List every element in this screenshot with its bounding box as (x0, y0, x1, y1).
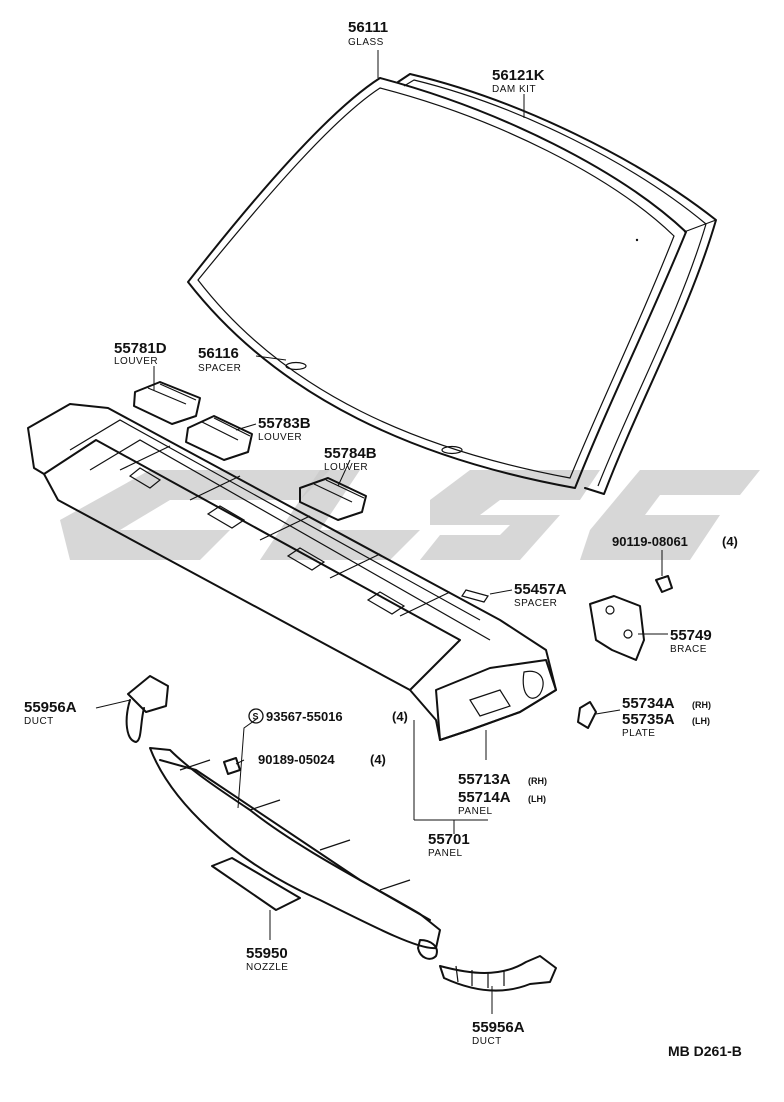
louver-55781d (133, 381, 201, 425)
svg-text:(RH): (RH) (528, 776, 547, 786)
svg-text:55783B: 55783B (258, 415, 311, 432)
svg-text:(RH): (RH) (692, 700, 711, 710)
svg-text:93567-55016: 93567-55016 (266, 709, 343, 724)
svg-text:55701: 55701 (428, 831, 470, 848)
plate-55734a (577, 701, 597, 729)
leader-lines (95, 50, 668, 1014)
label-55956a-bottom: 55956A DUCT (472, 1019, 525, 1047)
duct-left (125, 675, 169, 743)
svg-text:56111: 56111 (348, 19, 388, 36)
louver-55784b (299, 477, 367, 521)
svg-text:55713A: 55713A (458, 771, 511, 788)
label-56116: 56116 SPACER (198, 345, 241, 374)
spacer-mark-center (441, 445, 463, 455)
label-56121k: 56121K DAM KIT (492, 67, 545, 95)
svg-text:DUCT: DUCT (472, 1036, 502, 1047)
svg-text:(LH): (LH) (692, 716, 710, 726)
spacer-55457a-shape (461, 589, 489, 603)
reference-code: MB D261-B (668, 1043, 742, 1059)
cowl-panel (27, 403, 557, 741)
svg-text:90189-05024: 90189-05024 (258, 752, 335, 767)
svg-text:LOUVER: LOUVER (258, 432, 302, 443)
duct-bottom (439, 955, 557, 992)
svg-text:NOZZLE: NOZZLE (246, 962, 288, 973)
svg-text:S: S (253, 712, 259, 722)
bolt-90119 (655, 575, 673, 593)
svg-text:(4): (4) (722, 534, 738, 549)
label-56111: 56111 GLASS (348, 19, 388, 48)
dam-kit-seal (397, 73, 717, 495)
label-55734a-55735a: 55734A (RH) 55735A (LH) PLATE (622, 695, 711, 739)
svg-text:55735A: 55735A (622, 711, 675, 728)
svg-text:SPACER: SPACER (198, 363, 241, 374)
svg-text:(4): (4) (392, 709, 408, 724)
svg-text:55734A: 55734A (622, 695, 675, 712)
svg-text:(LH): (LH) (528, 794, 546, 804)
svg-text:90119-08061: 90119-08061 (612, 534, 688, 549)
label-55749: 55749 BRACE (670, 627, 712, 655)
label-55783b: 55783B LOUVER (258, 415, 311, 443)
svg-text:SPACER: SPACER (514, 598, 557, 609)
svg-text:PANEL: PANEL (428, 848, 463, 859)
louver-55783b (185, 415, 253, 461)
svg-text:55956A: 55956A (24, 699, 77, 716)
label-55457a: 55457A SPACER (514, 581, 567, 609)
svg-text:PANEL: PANEL (458, 806, 493, 817)
brace-55749 (589, 595, 645, 661)
svg-text:55956A: 55956A (472, 1019, 525, 1036)
svg-text:BRACE: BRACE (670, 644, 707, 655)
label-90119-08061: 90119-08061 (4) (612, 534, 738, 549)
svg-text:LOUVER: LOUVER (114, 356, 158, 367)
svg-text:55784B: 55784B (324, 445, 377, 462)
label-55784b: 55784B LOUVER (324, 445, 377, 473)
label-55701: 55701 PANEL (428, 831, 470, 859)
label-55956a-top: 55956A DUCT (24, 699, 77, 727)
svg-text:PLATE: PLATE (622, 728, 655, 739)
svg-text:56116: 56116 (198, 345, 239, 362)
svg-text:55714A: 55714A (458, 789, 511, 806)
svg-text:(4): (4) (370, 752, 386, 767)
spacer-mark-left (285, 361, 307, 371)
label-93567-55016: S 93567-55016 (4) (248, 708, 408, 724)
svg-text:55457A: 55457A (514, 581, 567, 598)
label-55713a-55714a: 55713A (RH) 55714A (LH) PANEL (458, 771, 547, 817)
svg-text:LOUVER: LOUVER (324, 462, 368, 473)
clip-90189 (223, 757, 241, 775)
svg-text:56121K: 56121K (492, 67, 545, 84)
label-55781d: 55781D LOUVER (114, 340, 167, 367)
svg-text:DUCT: DUCT (24, 716, 54, 727)
svg-text:55950: 55950 (246, 945, 288, 962)
svg-text:GLASS: GLASS (348, 37, 384, 48)
windshield-glass (187, 77, 687, 489)
label-90189-05024: 90189-05024 (4) (258, 752, 386, 767)
nozzle-assembly (149, 747, 441, 960)
svg-text:55781D: 55781D (114, 340, 167, 357)
label-55950: 55950 NOZZLE (246, 945, 288, 973)
svg-text:55749: 55749 (670, 627, 712, 644)
svg-text:DAM KIT: DAM KIT (492, 84, 536, 95)
symbol-s-icon (248, 708, 264, 724)
